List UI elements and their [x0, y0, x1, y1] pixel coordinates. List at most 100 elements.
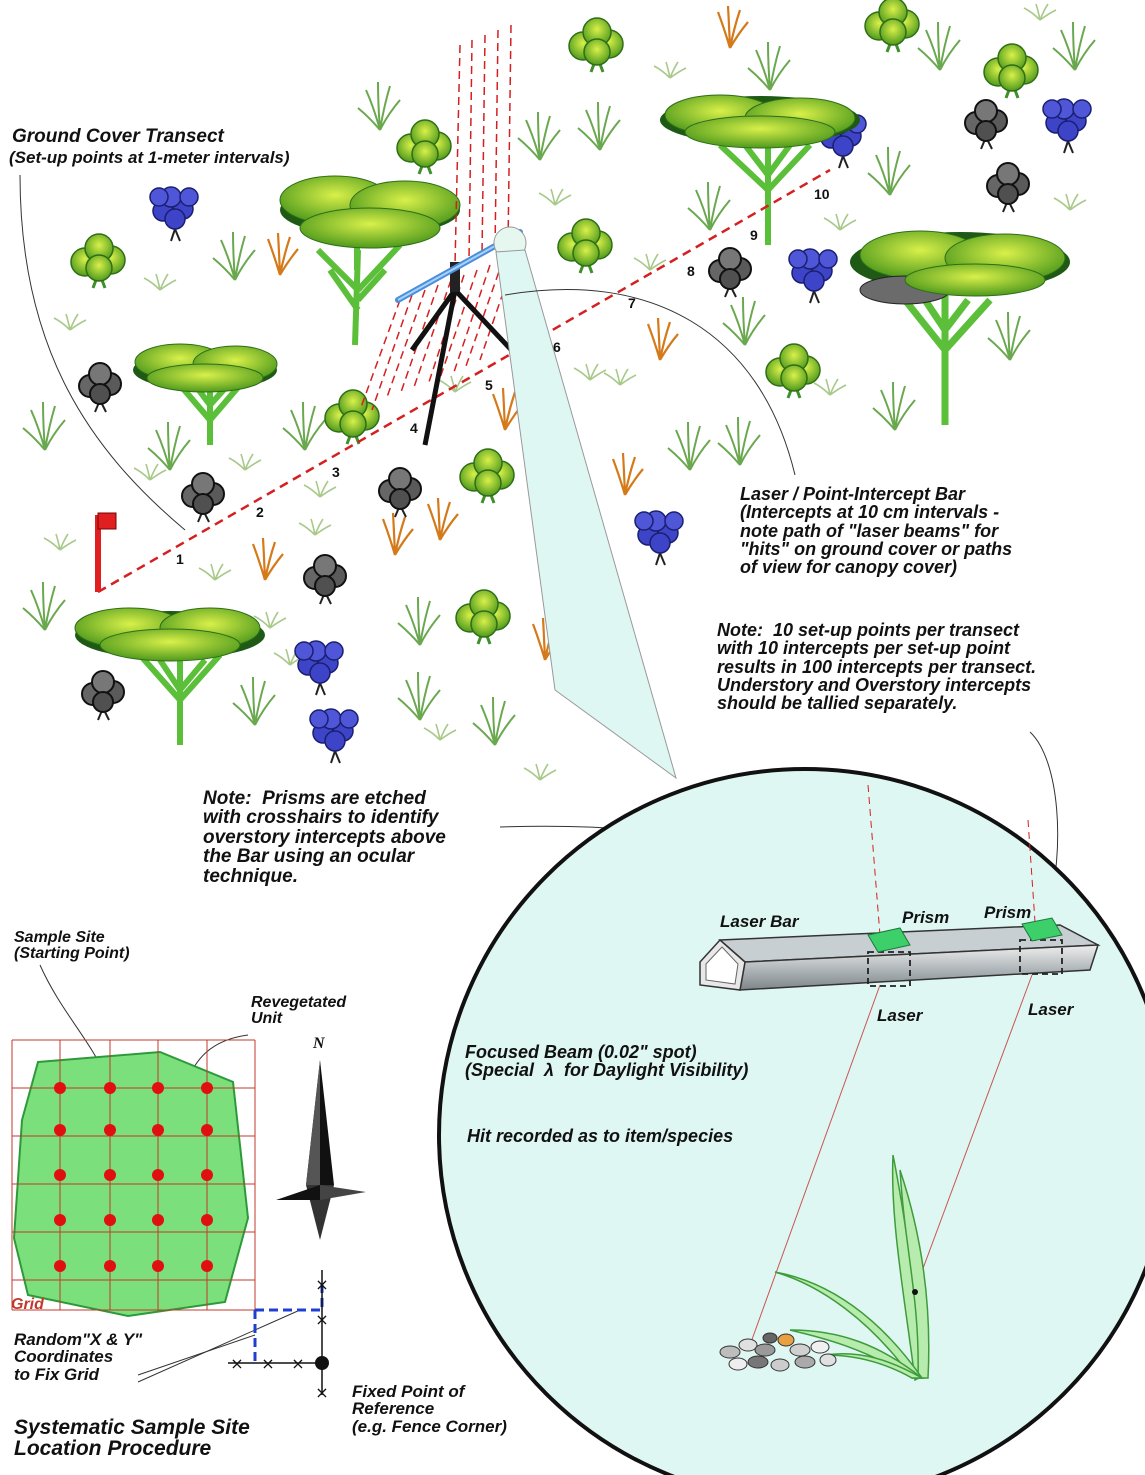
transect-point-7: 7: [628, 296, 636, 310]
grass-icon: [54, 314, 86, 330]
hit-recorded-label: Hit recorded as to item/species: [467, 1127, 733, 1145]
fixed-point-label: Fixed Point of Reference (e.g. Fence Cor…: [352, 1383, 507, 1435]
grass-icon: [648, 318, 678, 360]
note-prisms: Note: Prisms are etched with crosshairs …: [203, 789, 446, 886]
grid-label: Grid: [11, 1297, 44, 1313]
magnified-view: [439, 769, 1145, 1475]
grass-icon: [383, 513, 413, 555]
shrub-icon: [558, 219, 612, 273]
note-setup-points: Note: 10 set-up points per transect with…: [717, 621, 1036, 713]
svg-text:×: ×: [230, 1354, 243, 1373]
grass-icon: [873, 382, 915, 430]
shrub-icon: [865, 0, 919, 52]
flag-icon: [98, 513, 116, 592]
grass-icon: [283, 402, 325, 450]
grass-icon: [723, 297, 765, 345]
sample-site-label: Sample Site (Starting Point): [14, 930, 130, 963]
grass-icon: [134, 464, 166, 480]
grass-icon: [578, 102, 620, 150]
grass-icon: [918, 22, 960, 70]
shrub-icon: [987, 163, 1029, 212]
svg-text:×: ×: [291, 1354, 304, 1373]
grass-icon: [304, 481, 336, 497]
shrub-icon: [304, 555, 346, 604]
procedure-title: Systematic Sample Site Location Procedur…: [14, 1417, 250, 1460]
transect-point-10: 10: [814, 187, 830, 201]
grass-icon: [473, 697, 515, 745]
focused-beam-label: Focused Beam (0.02" spot) (Special λ for…: [465, 1043, 748, 1080]
transect-point-5: 5: [485, 378, 493, 392]
shrub-icon: [460, 449, 514, 503]
grass-icon: [23, 402, 65, 450]
grass-icon: [428, 498, 458, 540]
hit-point: [912, 1289, 918, 1295]
grass-icon: [44, 534, 76, 550]
shrub-icon: [984, 44, 1038, 98]
grass-icon: [718, 6, 748, 48]
shrub-icon: [71, 234, 125, 288]
north-arrow-icon: [276, 1060, 366, 1240]
grass-icon: [229, 454, 261, 470]
transect-point-1: 1: [176, 552, 184, 566]
grass-icon: [213, 232, 255, 280]
grass-icon: [524, 764, 556, 780]
grass-icon: [613, 453, 643, 495]
shrub-icon: [569, 18, 623, 72]
laser-label-2: Laser: [1028, 1001, 1073, 1018]
grass-icon: [23, 582, 65, 630]
transect-subtitle: (Set-up points at 1-meter intervals): [9, 149, 290, 166]
laser-bar-label: Laser Bar: [720, 913, 798, 930]
grass-icon: [299, 519, 331, 535]
grass-icon: [574, 364, 606, 380]
shrub-icon: [456, 590, 510, 644]
grass-icon: [988, 312, 1030, 360]
grass-icon: [268, 233, 298, 275]
laser-label-1: Laser: [877, 1007, 922, 1024]
shrub-icon: [789, 249, 837, 303]
north-label: N: [313, 1036, 325, 1052]
svg-text:×: ×: [261, 1354, 274, 1373]
random-xy-offset: ××× ×××: [228, 1270, 329, 1402]
fixed-point-marker: [315, 1356, 329, 1370]
grass-icon: [814, 379, 846, 395]
transect-point-8: 8: [687, 264, 695, 278]
random-xy-label: Random"X & Y" Coordinates to Fix Grid: [14, 1331, 142, 1383]
shrub-icon: [182, 473, 224, 522]
shrub-icon: [325, 390, 379, 444]
grass-icon: [518, 112, 560, 160]
shrub-icon: [295, 641, 343, 695]
grass-icon: [1053, 22, 1095, 70]
grass-icon: [748, 42, 790, 90]
grass-icon: [148, 422, 190, 470]
prism-label-1: Prism: [902, 909, 949, 926]
transect-point-4: 4: [410, 421, 418, 435]
transect-point-2: 2: [256, 505, 264, 519]
grass-icon: [604, 369, 636, 385]
grass-icon: [358, 82, 400, 130]
grass-icon: [1054, 194, 1086, 210]
shrub-icon: [82, 671, 124, 720]
grass-icon: [199, 564, 231, 580]
svg-text:×: ×: [315, 1275, 328, 1294]
laser-bar-description: Laser / Point-Intercept Bar (Intercepts …: [740, 485, 1012, 577]
transect-point-6: 6: [553, 340, 561, 354]
grass-icon: [668, 422, 710, 470]
svg-text:×: ×: [315, 1310, 328, 1329]
grass-icon: [398, 672, 440, 720]
transect-point-9: 9: [750, 228, 758, 242]
tree-icon: [133, 344, 277, 445]
grass-icon: [868, 147, 910, 195]
grass-icon: [824, 214, 856, 230]
transect-title: Ground Cover Transect: [12, 127, 224, 146]
shrub-icon: [79, 363, 121, 412]
shrub-icon: [150, 187, 198, 241]
grass-icon: [398, 597, 440, 645]
shrub-icon: [965, 100, 1007, 149]
shrub-icon: [709, 248, 751, 297]
shrub-icon: [310, 709, 358, 763]
grass-icon: [1024, 4, 1056, 20]
revegetated-unit-label: Revegetated Unit: [251, 995, 346, 1028]
grass-icon: [233, 677, 275, 725]
grass-icon: [144, 274, 176, 290]
